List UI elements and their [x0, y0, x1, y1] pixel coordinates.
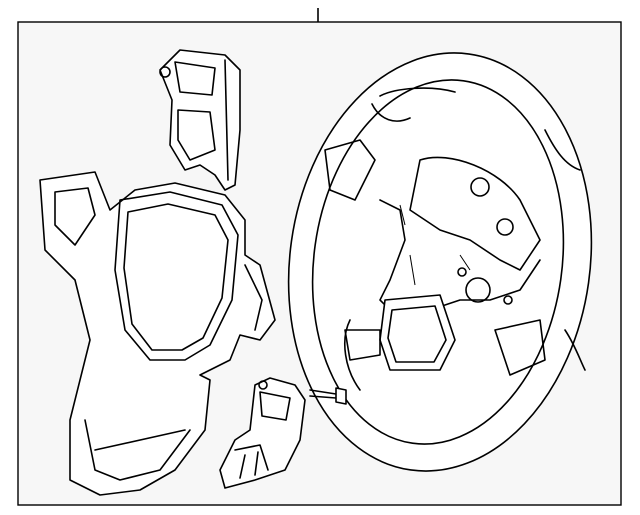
- upper-switch-assembly[interactable]: [159, 49, 241, 191]
- trim-bezel[interactable]: [39, 171, 276, 496]
- lower-switch-assembly[interactable]: [219, 377, 306, 489]
- steering-wheel[interactable]: [262, 33, 618, 491]
- bolt[interactable]: [309, 387, 347, 405]
